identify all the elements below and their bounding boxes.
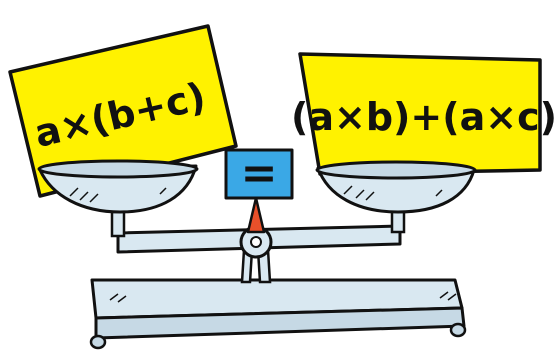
left-pan — [37, 159, 199, 214]
left-expression-card: a×(b+c) — [8, 24, 238, 198]
scale-beam — [116, 224, 402, 259]
right-expression-text: (a×b)+(a×c) — [291, 95, 557, 139]
scale-pointer — [246, 196, 266, 234]
right-pan — [315, 160, 477, 214]
left-pan-supports — [110, 208, 126, 238]
right-expression-card: (a×b)+(a×c) — [291, 52, 557, 176]
scale-base — [89, 278, 467, 350]
equals-symbol: = — [241, 148, 278, 199]
equals-indicator: = — [224, 148, 294, 200]
